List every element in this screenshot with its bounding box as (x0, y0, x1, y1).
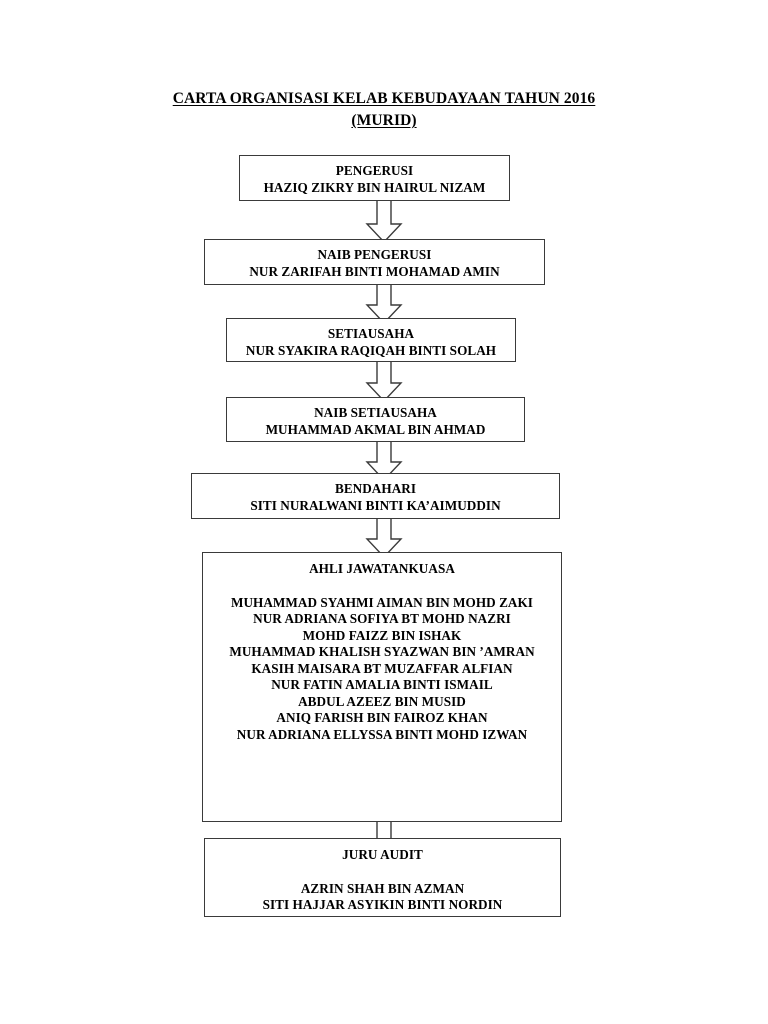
ahli-jawatankuasa-content: AHLI JAWATANKUASA MUHAMMAD SYAHMI AIMAN … (203, 553, 561, 743)
ahli-jawatankuasa-member-list: MUHAMMAD SYAHMI AIMAN BIN MOHD ZAKI NUR … (203, 595, 561, 744)
org-node-ahli-jawatankuasa: AHLI JAWATANKUASA MUHAMMAD SYAHMI AIMAN … (202, 552, 562, 822)
node-role-label: JURU AUDIT (342, 847, 423, 862)
node-role-label: BENDAHARI (334, 481, 417, 496)
node-person-name: MUHAMMAD AKMAL BIN AHMAD (265, 421, 486, 437)
node-person-name: NUR SYAKIRA RAQIQAH BINTI SOLAH (245, 342, 497, 358)
page-title-line-1: CARTA ORGANISASI KELAB KEBUDAYAAN TAHUN … (172, 90, 596, 107)
page-title-line-2-wrap: (MURID) (0, 110, 768, 132)
member-name: MUHAMMAD SYAHMI AIMAN BIN MOHD ZAKI (230, 594, 533, 610)
member-name: KASIH MAISARA BT MUZAFFAR ALFIAN (251, 660, 513, 676)
member-name: MOHD FAIZZ BIN ISHAK (302, 627, 462, 643)
node-role-label: SETIAUSAHA (327, 326, 415, 341)
member-name: NUR ADRIANA ELLYSSA BINTI MOHD IZWAN (236, 726, 528, 742)
node-role-label: AHLI JAWATANKUASA (309, 561, 455, 576)
page-title: CARTA ORGANISASI KELAB KEBUDAYAAN TAHUN … (0, 88, 768, 132)
member-name: NUR ADRIANA SOFIYA BT MOHD NAZRI (253, 611, 511, 626)
org-node-pengerusi: PENGERUSI HAZIQ ZIKRY BIN HAIRUL NIZAM (239, 155, 510, 201)
member-name: NUR FATIN AMALIA BINTI ISMAIL (271, 677, 493, 692)
node-person-name: NUR ZARIFAH BINTI MOHAMAD AMIN (249, 263, 500, 279)
member-name: ABDUL AZEEZ BIN MUSID (298, 693, 466, 709)
node-role-label: NAIB SETIAUSAHA (314, 405, 437, 420)
org-node-bendahari: BENDAHARI SITI NURALWANI BINTI KA’AIMUDD… (191, 473, 560, 519)
node-person-name: SITI NURALWANI BINTI KA’AIMUDDIN (250, 497, 501, 513)
page-title-line-2: (MURID) (351, 112, 417, 129)
org-node-setiausaha: SETIAUSAHA NUR SYAKIRA RAQIQAH BINTI SOL… (226, 318, 516, 362)
member-name: SITI HAJJAR ASYIKIN BINTI NORDIN (262, 897, 503, 912)
org-node-juru-audit: JURU AUDIT AZRIN SHAH BIN AZMAN SITI HAJ… (204, 838, 561, 917)
org-node-naib-setiausaha: NAIB SETIAUSAHA MUHAMMAD AKMAL BIN AHMAD (226, 397, 525, 442)
node-role-label: PENGERUSI (335, 163, 414, 178)
juru-audit-content: JURU AUDIT AZRIN SHAH BIN AZMAN SITI HAJ… (205, 839, 560, 914)
node-role-label: NAIB PENGERUSI (317, 247, 432, 262)
member-name: ANIQ FARISH BIN FAIROZ KHAN (276, 710, 488, 725)
node-person-name: HAZIQ ZIKRY BIN HAIRUL NIZAM (263, 179, 486, 195)
org-node-naib-pengerusi: NAIB PENGERUSI NUR ZARIFAH BINTI MOHAMAD… (204, 239, 545, 285)
member-name: MUHAMMAD KHALISH SYAZWAN BIN ’AMRAN (229, 644, 535, 659)
member-name: AZRIN SHAH BIN AZMAN (300, 880, 465, 896)
juru-audit-member-list: AZRIN SHAH BIN AZMAN SITI HAJJAR ASYIKIN… (205, 881, 560, 914)
connector-arrow-down-pengerusi-to-naib-pengerusi (352, 196, 416, 244)
